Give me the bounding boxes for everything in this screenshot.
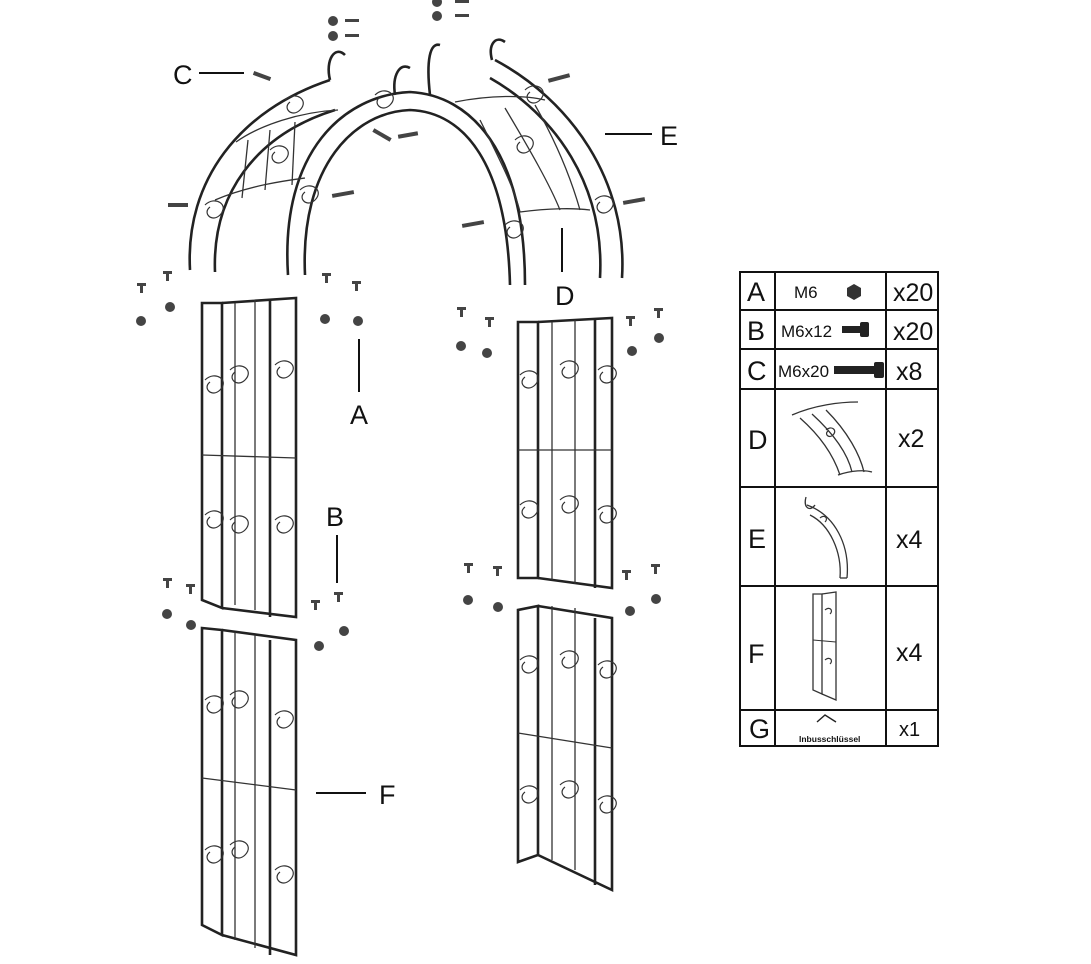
callout-e: E xyxy=(660,121,678,151)
row-letter: E xyxy=(748,524,766,554)
table-row-c: C M6x20 x8 xyxy=(747,356,922,386)
row-qty: x4 xyxy=(896,526,923,554)
table-row-e: E x4 xyxy=(748,496,923,579)
row-size: M6 xyxy=(794,283,818,302)
side-panel-upper-left xyxy=(200,296,298,619)
allen-key-icon xyxy=(816,714,837,723)
arch-top-assembly xyxy=(188,38,624,286)
callout-d: D xyxy=(555,281,575,311)
short-bolt-icon xyxy=(842,322,869,337)
callout-f: F xyxy=(379,780,396,810)
row-qty: x1 xyxy=(899,719,920,741)
callout-b: B xyxy=(326,502,344,532)
table-row-b: B M6x12 x20 xyxy=(747,316,933,346)
row-letter: D xyxy=(748,425,768,455)
row-size: M6x20 xyxy=(778,362,829,381)
table-row-f: F x4 xyxy=(748,591,923,701)
long-bolt-icon xyxy=(834,362,884,378)
row-letter: G xyxy=(749,714,770,744)
crossbar-part-icon xyxy=(791,401,873,476)
arch-bolts xyxy=(168,0,646,228)
row-qty: x8 xyxy=(896,358,922,386)
row-letter: C xyxy=(747,356,767,386)
row-letter: A xyxy=(747,277,765,307)
table-row-a: A M6 x20 xyxy=(747,277,933,307)
row-qty: x20 xyxy=(893,279,933,307)
row-qty: x4 xyxy=(896,639,923,667)
side-panel-upper-right xyxy=(516,316,617,590)
table-row-d: D x2 xyxy=(748,401,924,476)
callout-a: A xyxy=(350,400,368,430)
side-panel-lower-right xyxy=(516,604,617,893)
side-panel-part-icon xyxy=(812,591,837,701)
row-qty: x20 xyxy=(893,318,933,346)
row-size: M6x12 xyxy=(781,322,832,341)
table-row-g: G Inbusschlüssel x1 xyxy=(749,714,920,744)
arch-arc-part-icon xyxy=(804,496,849,579)
side-panel-lower-left xyxy=(200,626,298,957)
callout-c: C xyxy=(173,60,193,90)
row-qty: x2 xyxy=(898,425,924,453)
row-letter: F xyxy=(748,639,765,669)
parts-table: A M6 x20 B M6x12 x20 C M6x20 x8 xyxy=(739,271,939,747)
panel-hardware xyxy=(136,271,664,651)
row-label: Inbusschlüssel xyxy=(799,734,860,744)
nut-icon xyxy=(847,284,861,300)
row-letter: B xyxy=(747,316,765,346)
